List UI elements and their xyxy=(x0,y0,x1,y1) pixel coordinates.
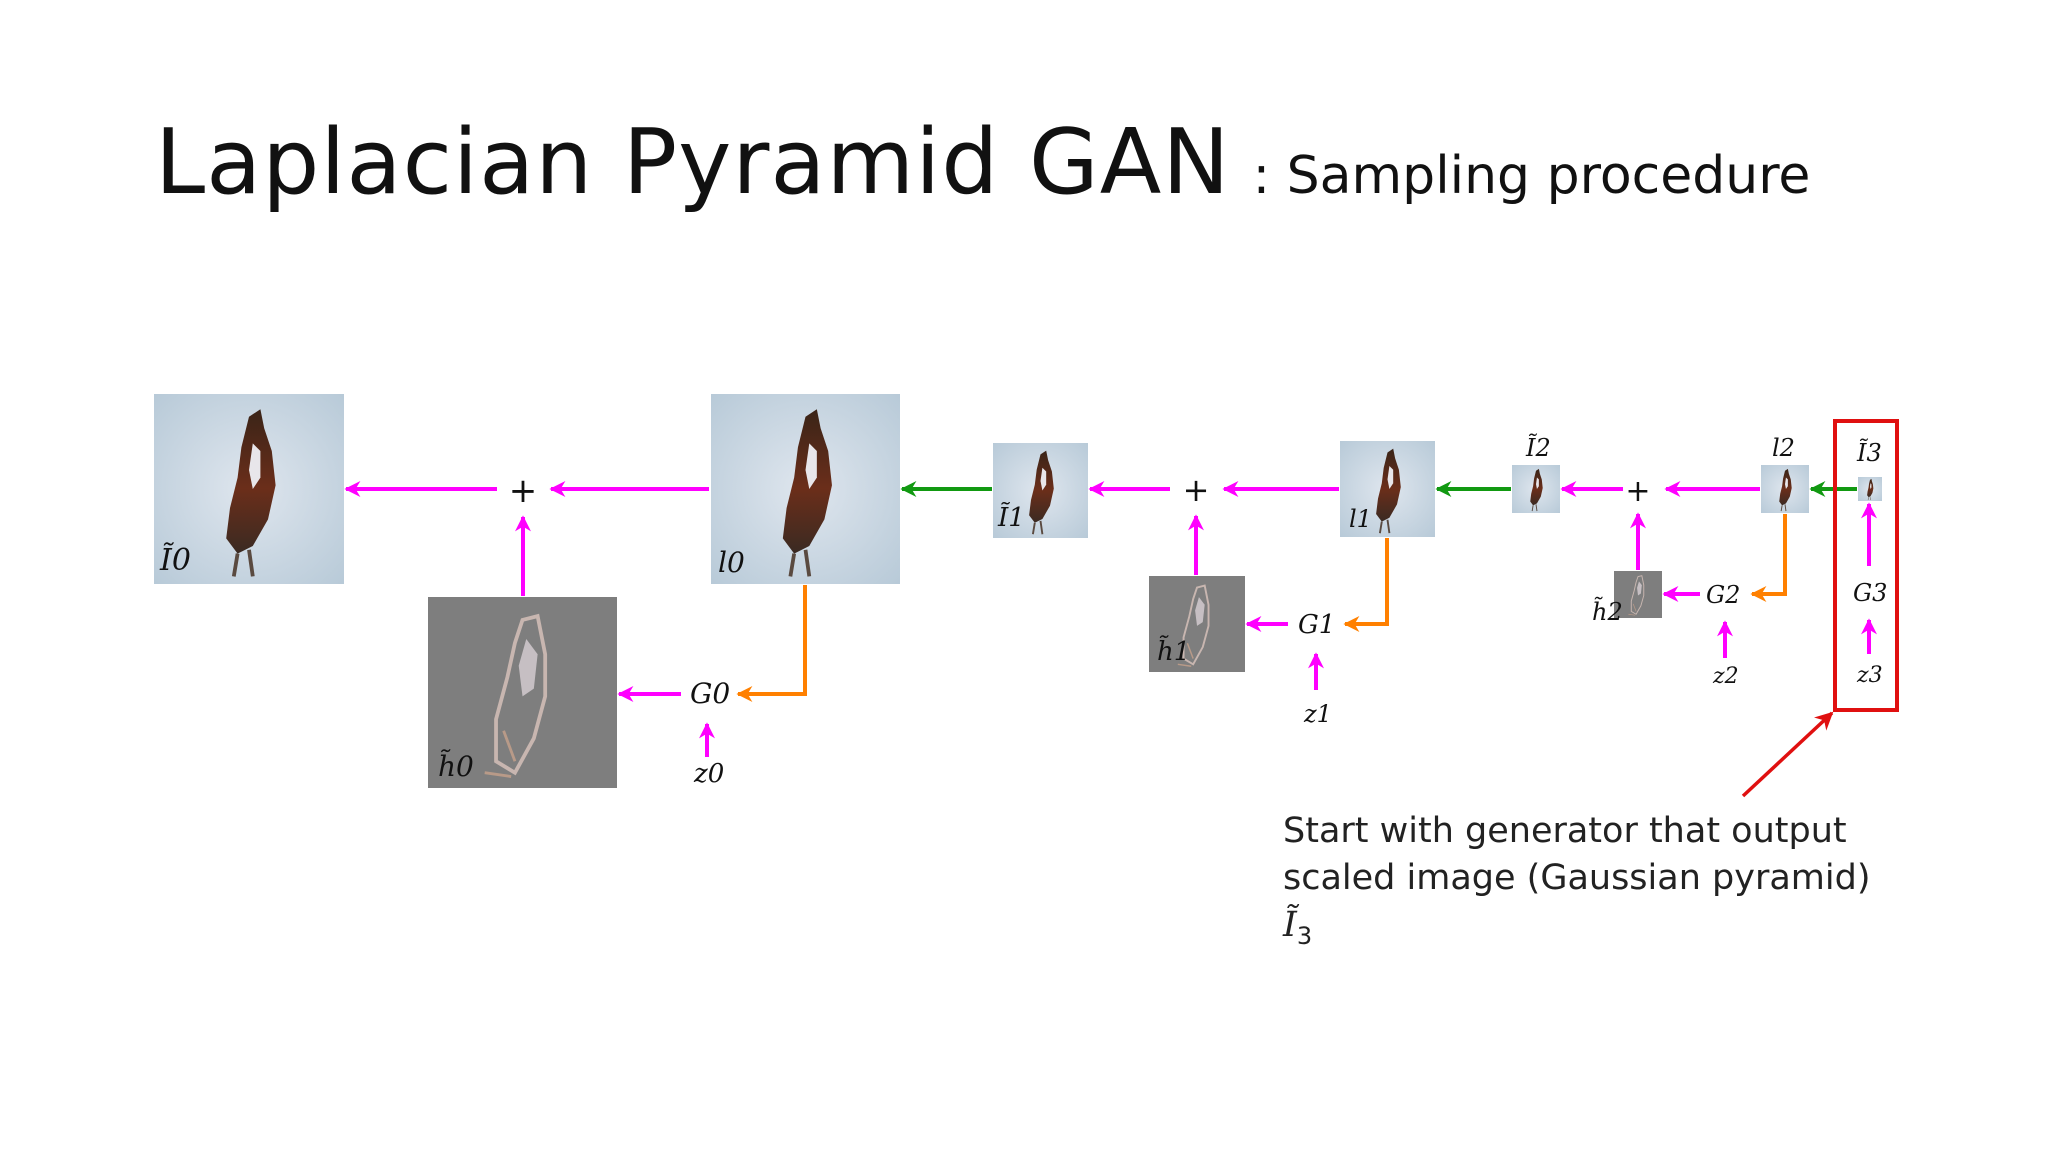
image-I2-tilde xyxy=(1512,465,1560,513)
label-h1: h̃1 xyxy=(1157,635,1190,667)
label-z2: z2 xyxy=(1712,664,1739,689)
label-l0: l0 xyxy=(718,546,745,579)
label-G3: G3 xyxy=(1853,579,1887,607)
label-z3: z3 xyxy=(1856,663,1883,688)
label-l1: l1 xyxy=(1349,505,1372,533)
image-I3-tilde xyxy=(1858,477,1882,501)
title-main: Laplacian Pyramid GAN xyxy=(155,110,1231,215)
caption-line-2: scaled image (Gaussian pyramid) Ĩ3 xyxy=(1283,855,1903,960)
caption-line-1: Start with generator that output xyxy=(1283,811,1847,851)
label-G0: G0 xyxy=(690,677,730,710)
label-G1: G1 xyxy=(1298,610,1335,640)
label-I3: Ĩ3 xyxy=(1856,438,1882,467)
arrow-l0-to-G0 xyxy=(736,585,807,702)
plus-sign-1: + xyxy=(1183,471,1210,509)
plus-sign-0: + xyxy=(509,471,538,511)
label-h0: h̃0 xyxy=(438,749,474,783)
label-z1: z1 xyxy=(1303,700,1332,728)
label-I0: Ĩ0 xyxy=(159,542,191,578)
slide-title: Laplacian Pyramid GAN : Sampling procedur… xyxy=(155,110,1810,215)
label-G2: G2 xyxy=(1706,581,1740,609)
label-z0: z0 xyxy=(693,759,724,789)
label-h2: h̃2 xyxy=(1592,597,1623,626)
caption-symbol-I-tilde: Ĩ xyxy=(1283,905,1297,945)
arrow-l2-to-G2 xyxy=(1750,514,1787,602)
image-l2 xyxy=(1761,465,1809,513)
title-subtitle: : Sampling procedure xyxy=(1252,146,1811,206)
caption-line-2-text: scaled image (Gaussian pyramid) xyxy=(1283,858,1871,898)
plus-sign-2: + xyxy=(1625,474,1650,509)
arrow-l1-to-G1 xyxy=(1343,538,1389,632)
highlight-box-G3 xyxy=(1833,419,1899,712)
caption-symbol-subscript: 3 xyxy=(1296,922,1313,950)
caption-text: Start with generator that output scaled … xyxy=(1283,808,1903,960)
pointer-arrow-to-highlight xyxy=(1741,711,1834,798)
label-I1: Ĩ1 xyxy=(997,501,1025,533)
label-I2: Ĩ2 xyxy=(1525,433,1551,462)
label-l2: l2 xyxy=(1772,434,1795,462)
